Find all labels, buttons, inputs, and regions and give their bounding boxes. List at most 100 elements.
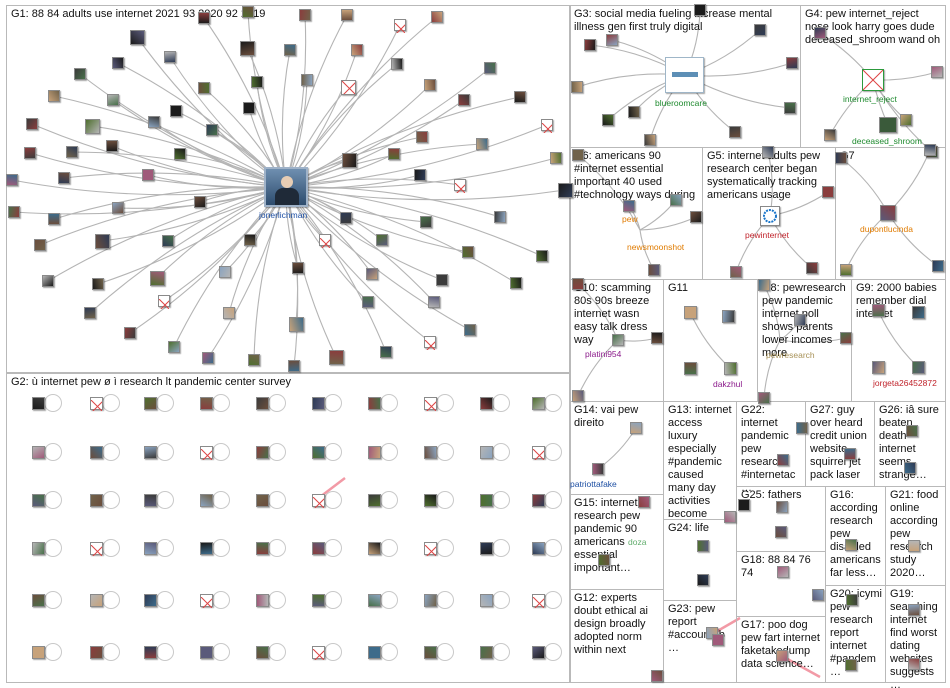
account-avatar[interactable] bbox=[871, 360, 885, 374]
account-avatar[interactable] bbox=[683, 361, 697, 375]
account-avatar[interactable] bbox=[812, 589, 824, 601]
account-avatar[interactable] bbox=[550, 152, 562, 164]
account-avatar[interactable] bbox=[31, 645, 45, 659]
deceased-shroom-node[interactable] bbox=[879, 117, 897, 133]
account-avatar[interactable] bbox=[531, 541, 545, 555]
account-avatar[interactable] bbox=[479, 396, 493, 410]
account-avatar[interactable] bbox=[92, 278, 104, 290]
account-avatar[interactable] bbox=[484, 62, 496, 74]
account-avatar[interactable] bbox=[423, 445, 437, 459]
account-avatar[interactable] bbox=[416, 131, 428, 143]
account-avatar[interactable] bbox=[158, 295, 172, 312]
account-avatar[interactable] bbox=[531, 593, 546, 610]
account-avatar[interactable] bbox=[164, 51, 176, 63]
account-avatar[interactable] bbox=[288, 360, 300, 372]
account-avatar[interactable] bbox=[932, 260, 944, 272]
account-avatar[interactable] bbox=[612, 334, 624, 346]
account-avatar[interactable] bbox=[776, 650, 788, 662]
account-avatar[interactable] bbox=[367, 493, 381, 507]
account-avatar[interactable] bbox=[198, 82, 210, 94]
account-avatar[interactable] bbox=[414, 169, 426, 181]
account-avatar[interactable] bbox=[223, 307, 235, 319]
account-avatar[interactable] bbox=[436, 274, 448, 286]
account-avatar[interactable] bbox=[311, 493, 326, 510]
account-avatar[interactable] bbox=[89, 445, 103, 459]
account-avatar[interactable] bbox=[34, 239, 46, 251]
account-avatar[interactable] bbox=[311, 645, 326, 662]
account-avatar[interactable] bbox=[908, 658, 920, 670]
account-avatar[interactable] bbox=[143, 445, 157, 459]
account-avatar[interactable] bbox=[24, 147, 36, 159]
account-avatar[interactable] bbox=[242, 6, 254, 18]
account-avatar[interactable] bbox=[598, 554, 610, 566]
account-avatar[interactable] bbox=[904, 462, 916, 474]
account-avatar[interactable] bbox=[129, 29, 145, 45]
account-avatar[interactable] bbox=[380, 346, 392, 358]
account-avatar[interactable] bbox=[584, 39, 596, 51]
account-avatar[interactable] bbox=[880, 205, 896, 221]
account-avatar[interactable] bbox=[723, 361, 737, 375]
account-avatar[interactable] bbox=[602, 114, 614, 126]
account-avatar[interactable] bbox=[420, 216, 432, 228]
account-avatar[interactable] bbox=[142, 169, 154, 181]
account-avatar[interactable] bbox=[168, 341, 180, 353]
account-avatar[interactable] bbox=[729, 126, 741, 138]
account-avatar[interactable] bbox=[479, 541, 493, 555]
account-avatar[interactable] bbox=[730, 266, 742, 278]
account-avatar[interactable] bbox=[391, 58, 403, 70]
account-avatar[interactable] bbox=[786, 57, 798, 69]
account-avatar[interactable] bbox=[194, 196, 206, 208]
account-avatar[interactable] bbox=[143, 493, 157, 507]
account-avatar[interactable] bbox=[351, 44, 363, 56]
account-avatar[interactable] bbox=[423, 396, 438, 413]
account-avatar[interactable] bbox=[541, 119, 555, 136]
hub-avatar[interactable] bbox=[264, 167, 308, 207]
account-avatar[interactable] bbox=[311, 445, 325, 459]
account-avatar[interactable] bbox=[31, 493, 45, 507]
account-avatar[interactable] bbox=[328, 349, 344, 365]
account-avatar[interactable] bbox=[31, 396, 45, 410]
account-avatar[interactable] bbox=[284, 44, 296, 56]
account-avatar[interactable] bbox=[479, 593, 493, 607]
account-avatar[interactable] bbox=[149, 270, 165, 286]
account-avatar[interactable] bbox=[824, 129, 836, 141]
account-avatar[interactable] bbox=[572, 278, 584, 290]
account-avatar[interactable] bbox=[311, 396, 325, 410]
account-avatar[interactable] bbox=[48, 90, 60, 102]
account-avatar[interactable] bbox=[424, 336, 438, 353]
account-avatar[interactable] bbox=[531, 645, 545, 659]
account-avatar[interactable] bbox=[8, 206, 20, 218]
account-avatar[interactable] bbox=[514, 91, 526, 103]
account-avatar[interactable] bbox=[623, 200, 635, 212]
account-avatar[interactable] bbox=[835, 152, 847, 164]
account-avatar[interactable] bbox=[89, 593, 103, 607]
account-avatar[interactable] bbox=[143, 541, 157, 555]
account-avatar[interactable] bbox=[148, 116, 160, 128]
account-avatar[interactable] bbox=[694, 4, 706, 16]
account-avatar[interactable] bbox=[794, 314, 806, 326]
account-avatar[interactable] bbox=[255, 541, 269, 555]
account-avatar[interactable] bbox=[464, 324, 476, 336]
account-avatar[interactable] bbox=[367, 541, 381, 555]
account-avatar[interactable] bbox=[89, 396, 104, 413]
account-avatar[interactable] bbox=[479, 645, 493, 659]
account-avatar[interactable] bbox=[557, 182, 573, 198]
account-avatar[interactable] bbox=[462, 246, 474, 258]
account-avatar[interactable] bbox=[697, 540, 709, 552]
account-avatar[interactable] bbox=[423, 493, 437, 507]
account-avatar[interactable] bbox=[239, 40, 255, 56]
account-avatar[interactable] bbox=[651, 332, 663, 344]
account-avatar[interactable] bbox=[255, 593, 269, 607]
account-avatar[interactable] bbox=[143, 645, 157, 659]
pewinternet-node[interactable] bbox=[760, 206, 780, 226]
account-avatar[interactable] bbox=[251, 76, 263, 88]
blueroomcare-logo[interactable] bbox=[665, 57, 704, 93]
account-avatar[interactable] bbox=[911, 360, 925, 374]
account-avatar[interactable] bbox=[900, 114, 912, 126]
account-avatar[interactable] bbox=[124, 327, 136, 339]
account-avatar[interactable] bbox=[423, 541, 438, 558]
account-avatar[interactable] bbox=[721, 309, 735, 323]
account-avatar[interactable] bbox=[162, 235, 174, 247]
account-avatar[interactable] bbox=[31, 541, 45, 555]
account-avatar[interactable] bbox=[931, 66, 943, 78]
